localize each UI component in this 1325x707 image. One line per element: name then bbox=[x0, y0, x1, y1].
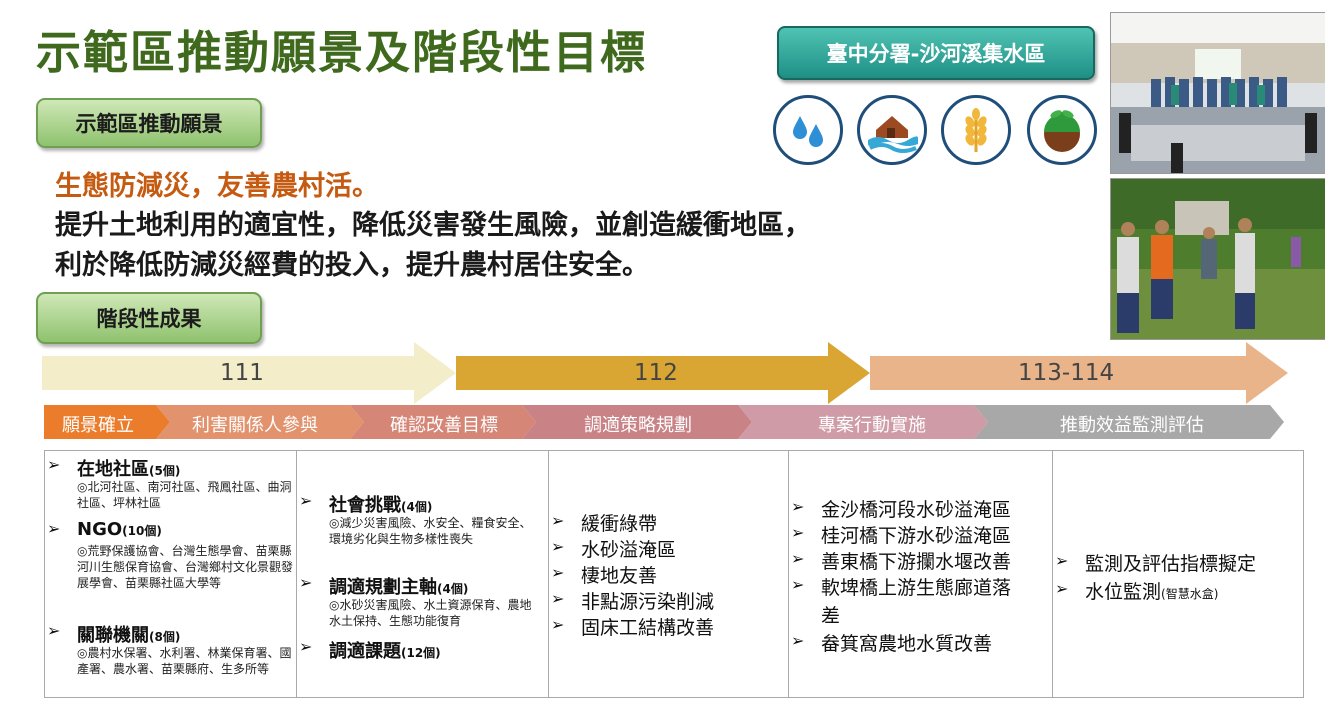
bullet-arrow-icon: ➢ bbox=[1055, 579, 1069, 598]
stakeholder-group: 關聯機關(8個) bbox=[77, 625, 181, 646]
strategy-column: ➢ 緩衝綠帶 ➢ 水砂溢淹區 ➢ 棲地友善 ➢ 非點源污染削減 ➢ 固床工結構改… bbox=[549, 451, 789, 697]
strategy-item: 非點源污染削減 bbox=[581, 591, 715, 613]
year-label: 111 bbox=[220, 360, 264, 386]
bullet-arrow-icon: ➢ bbox=[551, 615, 565, 634]
monitoring-column: ➢ 監測及評估指標擬定 ➢ 水位監測(智慧水盒) bbox=[1053, 451, 1303, 697]
year-arrow-113-114 bbox=[870, 342, 1288, 404]
monitoring-item: 監測及評估指標擬定 bbox=[1085, 553, 1257, 575]
stakeholder-group: NGO(10個) bbox=[77, 519, 162, 540]
vision-text-line: 提升土地利用的適宜性，降低災害發生風險，並創造緩衝地區， bbox=[55, 210, 811, 241]
strategy-item: 棲地友善 bbox=[581, 565, 658, 587]
action-item-continued: 差 bbox=[821, 605, 841, 627]
stakeholder-detail: ◎農村水保署、水利署、林業保育署、國產署、農水署、苗栗縣府、生多所等 bbox=[77, 646, 292, 676]
strategy-item: 水砂溢淹區 bbox=[581, 539, 677, 561]
bullet-arrow-icon: ➢ bbox=[791, 523, 805, 542]
strategy-item: 固床工結構改善 bbox=[581, 617, 715, 639]
step-chevron bbox=[156, 405, 364, 439]
action-column: ➢ 金沙橋河段水砂溢淹區 ➢ 桂河橋下游水砂溢淹區 ➢ 善東橋下游攔水堰改善 ➢… bbox=[789, 451, 1053, 697]
stakeholder-group: 在地社區(5個) bbox=[77, 459, 181, 480]
bullet-arrow-icon: ➢ bbox=[47, 621, 61, 640]
bullet-arrow-icon: ➢ bbox=[551, 589, 565, 608]
step-label: 願景確立 bbox=[62, 415, 134, 436]
stakeholder-detail: ◎荒野保護協會、台灣生態學會、苗栗縣河川生態保育協會、台灣鄉村文化景觀發展學會、… bbox=[77, 544, 294, 590]
bullet-arrow-icon: ➢ bbox=[1055, 551, 1069, 570]
strategy-item: 緩衝綠帶 bbox=[581, 513, 658, 535]
flood-house-icon bbox=[857, 95, 927, 165]
vision-motto: 生態防減災，友善農村活。 bbox=[55, 171, 379, 202]
step-chevron bbox=[350, 405, 536, 439]
planning-item: 調適規劃主軸(4個) bbox=[329, 577, 469, 598]
planning-detail: ◎水砂災害風險、水土資源保育、農地水土保持、生態功能復育 bbox=[329, 598, 532, 628]
step-label: 利害關係人參與 bbox=[192, 415, 318, 436]
meeting-photo bbox=[1110, 12, 1325, 174]
rice-ear-icon bbox=[941, 95, 1011, 165]
planning-detail: ◎減少災害風險、水安全、糧食安全、環境劣化與生物多樣性喪失 bbox=[329, 516, 532, 546]
region-badge: 臺中分署-沙河溪集水區 bbox=[777, 26, 1095, 80]
step-label: 推動效益監測評估 bbox=[1060, 415, 1204, 436]
vision-heading-tag: 示範區推動願景 bbox=[36, 98, 262, 148]
bullet-arrow-icon: ➢ bbox=[47, 519, 61, 538]
action-item: 桂河橋下游水砂溢淹區 bbox=[821, 525, 1012, 547]
step-chevron bbox=[738, 405, 988, 439]
action-item: 軟埤橋上游生態廊道落 bbox=[821, 577, 1012, 599]
step-chevron bbox=[522, 405, 752, 439]
bullet-arrow-icon: ➢ bbox=[299, 573, 313, 592]
stakeholder-detail: ◎北河社區、南河社區、飛鳳社區、曲洞社區、坪林社區 bbox=[77, 480, 292, 510]
stage-heading-tag: 階段性成果 bbox=[36, 292, 262, 344]
water-drops-icon bbox=[773, 95, 843, 165]
step-chevron bbox=[44, 405, 170, 439]
step-chevron bbox=[974, 405, 1284, 439]
bullet-arrow-icon: ➢ bbox=[791, 549, 805, 568]
vision-text-line: 利於降低防減災經費的投入，提升農村居住安全。 bbox=[55, 250, 649, 281]
action-item: 畚箕窩農地水質改善 bbox=[821, 633, 993, 655]
planning-item: 調適課題(12個) bbox=[329, 641, 441, 662]
bullet-arrow-icon: ➢ bbox=[551, 563, 565, 582]
results-table: ➢ 在地社區(5個) ◎北河社區、南河社區、飛鳳社區、曲洞社區、坪林社區 ➢ N… bbox=[44, 450, 1304, 698]
stakeholder-column: ➢ 在地社區(5個) ◎北河社區、南河社區、飛鳳社區、曲洞社區、坪林社區 ➢ N… bbox=[45, 451, 297, 697]
bullet-arrow-icon: ➢ bbox=[791, 631, 805, 650]
planning-item: 社會挑戰(4個) bbox=[329, 495, 433, 516]
year-timeline bbox=[42, 342, 1288, 404]
planning-column: ➢ 社會挑戰(4個) ◎減少災害風險、水安全、糧食安全、環境劣化與生物多樣性喪失… bbox=[297, 451, 549, 697]
year-arrow-111 bbox=[42, 342, 456, 404]
year-arrow-112 bbox=[456, 342, 870, 404]
soil-sprout-icon bbox=[1027, 95, 1097, 165]
action-item: 善東橋下游攔水堰改善 bbox=[821, 551, 1012, 573]
action-item: 金沙橋河段水砂溢淹區 bbox=[821, 499, 1012, 521]
step-label: 確認改善目標 bbox=[390, 415, 498, 436]
process-steps-bar bbox=[44, 405, 1284, 439]
bullet-arrow-icon: ➢ bbox=[551, 511, 565, 530]
year-label: 112 bbox=[634, 360, 678, 386]
bullet-arrow-icon: ➢ bbox=[791, 497, 805, 516]
bullet-arrow-icon: ➢ bbox=[47, 455, 61, 474]
step-label: 調適策略規劃 bbox=[584, 415, 692, 436]
bullet-arrow-icon: ➢ bbox=[299, 491, 313, 510]
bullet-arrow-icon: ➢ bbox=[791, 575, 805, 594]
monitoring-item: 水位監測(智慧水盒) bbox=[1085, 581, 1219, 603]
bullet-arrow-icon: ➢ bbox=[551, 537, 565, 556]
bullet-arrow-icon: ➢ bbox=[299, 637, 313, 656]
year-label: 113-114 bbox=[1018, 360, 1115, 386]
page-title: 示範區推動願景及階段性目標 bbox=[36, 26, 648, 79]
step-label: 專案行動實施 bbox=[818, 415, 926, 436]
field-visit-photo bbox=[1110, 178, 1325, 340]
